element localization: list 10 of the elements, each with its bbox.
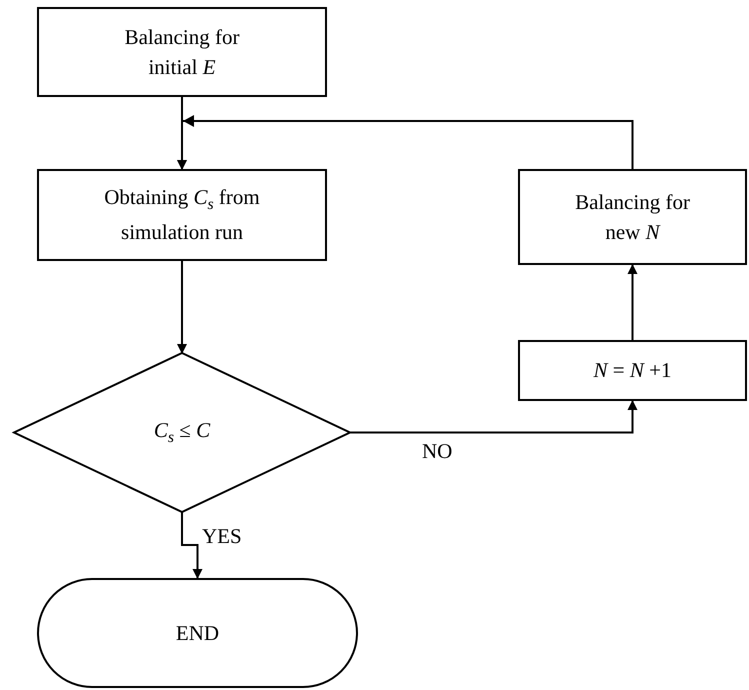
process-box bbox=[518, 169, 747, 265]
node-text: Balancing for new N bbox=[574, 188, 691, 246]
process-box bbox=[37, 169, 327, 261]
node-text: Obtaining C$_{s}$ from simulation run bbox=[103, 184, 261, 246]
node-text: N = N +1 bbox=[594, 357, 672, 384]
process-box bbox=[518, 340, 747, 401]
node-text: C$_{s}$ ≤ C bbox=[154, 416, 210, 448]
node-text: END bbox=[176, 620, 220, 647]
process-box bbox=[37, 7, 327, 97]
node-text: Balancing for initial E bbox=[124, 24, 240, 81]
